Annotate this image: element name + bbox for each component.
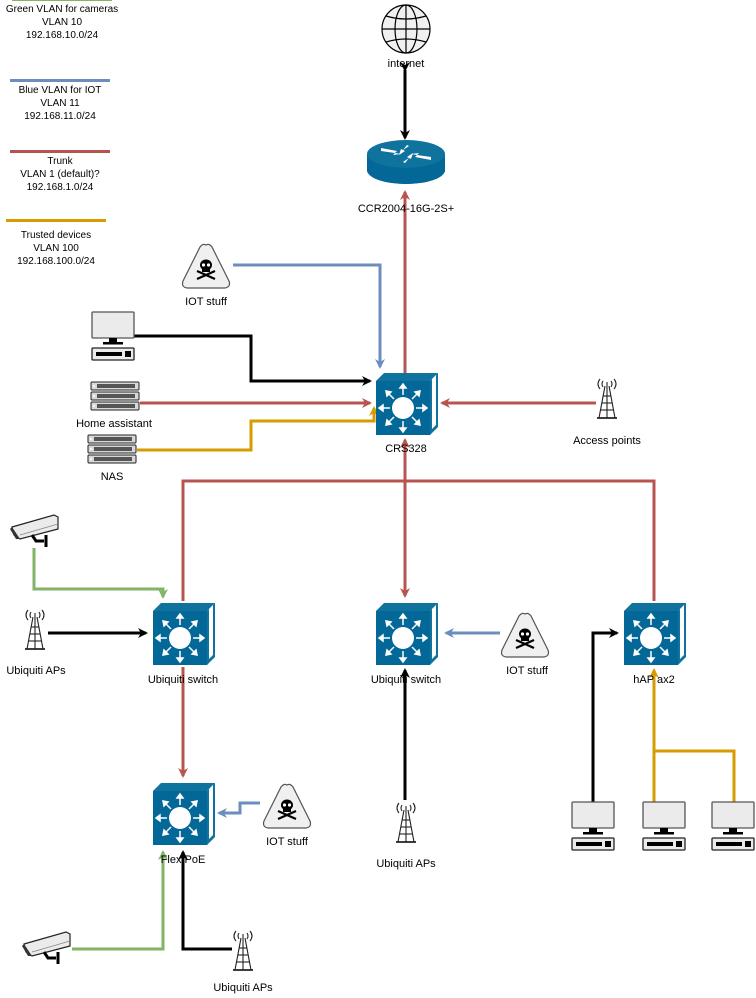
link-ubiquiti-left-core [181,479,405,601]
ubiquiti-switch-left-icon[interactable] [152,602,216,666]
server-icon-home-assistant[interactable] [90,381,140,411]
label-flex-poe: Flex PoE [160,854,206,866]
legend-green-line3: 192.168.10.0/24 [25,30,99,41]
legend-blue-line1: Blue VLAN for IOT [18,85,102,96]
antenna-icon-access-points[interactable] [596,378,618,419]
link-iot-top-core [233,263,385,369]
legend-trunk-line2: VLAN 1 (default)? [20,169,100,180]
link-nas-core [137,406,379,452]
legend-green-swatch [12,0,112,1]
label-iot-mid: IOT stuff [506,665,548,677]
hazard-icon-iot-bottom[interactable] [262,783,312,830]
legend-blue-vlan: Blue VLAN for IOT VLAN 11 192.168.11.0/2… [8,79,112,123]
antenna-icon-aps-bottom[interactable] [232,930,254,971]
hazard-icon-iot-mid[interactable] [500,612,550,659]
antenna-icon-aps-mid[interactable] [395,802,417,843]
hazard-icon-iot-top[interactable] [181,243,231,290]
legend-blue-line3: 192.168.11.0/24 [24,111,96,122]
label-hap-ax2: hAP ax2 [633,674,675,686]
link-iot-bottom-flex [217,801,260,818]
server-icon-nas[interactable] [87,434,137,464]
legend-blue-swatch [10,79,110,82]
camera-icon-bottom[interactable] [20,930,72,966]
label-router: CCR2004-16G-2S+ [357,203,455,215]
ubiquiti-switch-mid-icon[interactable] [375,602,439,666]
pc-icon-hap-2[interactable] [642,801,686,851]
flex-poe-icon[interactable] [152,782,216,846]
label-iot-top: IOT stuff [185,296,227,308]
pc-icon-hap-3[interactable] [711,801,755,851]
label-aps-left: Ubiquiti APs [6,665,66,677]
legend-trusted-line1: Trusted devices [20,230,92,241]
label-aps-mid: Ubiquiti APs [376,858,436,870]
pc-icon-hap-1[interactable] [571,801,615,851]
link-pc-hap-3 [654,749,736,803]
pc-icon-top[interactable] [91,311,135,361]
camera-icon-left[interactable] [8,513,60,549]
link-aps-bottom-flex [178,850,232,951]
label-home-assistant: Home assistant [76,418,152,430]
label-iot-bottom: IOT stuff [266,836,308,848]
legend-trusted-line2: VLAN 100 [33,243,79,254]
legend-trunk: Trunk VLAN 1 (default)? 192.168.1.0/24 [8,150,112,194]
legend-trusted-swatch [6,219,106,222]
legend-blue-line2: VLAN 11 [40,98,80,109]
legend-trusted-line3: 192.168.100.0/24 [17,256,95,267]
label-ubiquiti-switch-left: Ubiquiti switch [147,674,219,686]
link-pc-core [133,334,372,386]
legend-trunk-swatch [10,150,110,153]
legend-trunk-line3: 192.168.1.0/24 [26,182,94,193]
antenna-icon-aps-left[interactable] [24,609,46,650]
link-camera-left-switch [32,548,168,599]
legend-trunk-line1: Trunk [47,156,73,167]
label-core-switch: CRS328 [385,443,427,455]
legend-green-line2: VLAN 10 [41,17,83,28]
label-internet: internet [387,58,425,70]
label-access-points: Access points [573,435,641,447]
link-pc-hap-1 [591,628,619,803]
legend-trusted: Trusted devices VLAN 100 192.168.100.0/2… [4,219,108,268]
label-aps-bottom: Ubiquiti APs [213,982,273,994]
link-hap-core [405,479,656,601]
label-ubiquiti-switch-mid: Ubiquiti switch [370,674,442,686]
hap-ax2-icon[interactable] [623,602,687,666]
router-icon[interactable] [367,140,445,184]
core-switch-icon[interactable] [375,372,439,436]
legend-green-line1: Green VLAN for cameras [5,4,119,15]
globe-icon[interactable] [381,4,431,54]
label-nas: NAS [100,471,124,483]
legend-green-vlan: Green VLAN for cameras VLAN 10 192.168.1… [4,0,120,42]
link-camera-bottom-flex [72,850,168,951]
